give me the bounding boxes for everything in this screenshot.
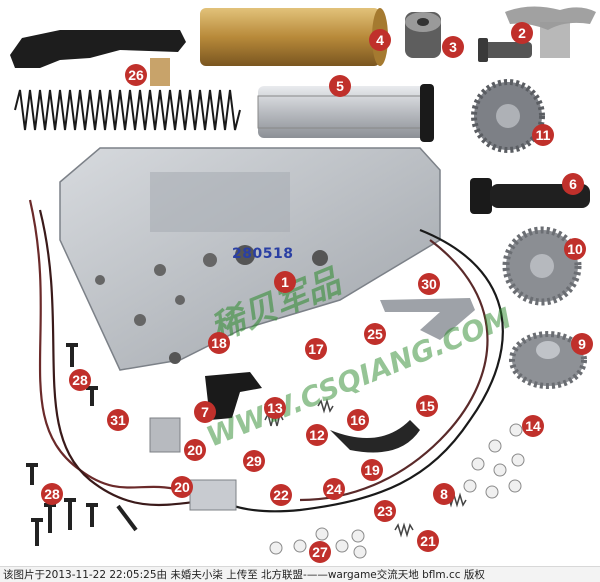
callout-13: 13 bbox=[264, 397, 286, 419]
callout-23: 23 bbox=[374, 500, 396, 522]
gearbox-shell bbox=[59, 147, 441, 371]
svg-text:27: 27 bbox=[312, 544, 328, 560]
svg-text:18: 18 bbox=[211, 335, 227, 351]
sector-gear bbox=[471, 79, 545, 153]
callout-19: 19 bbox=[361, 459, 383, 481]
trigger-contact bbox=[149, 417, 237, 511]
exploded-gearbox-diagram: 280518 稀贝军品 WWW.CSQIANG.COM 1 2 3 4 5 6 … bbox=[10, 6, 596, 563]
cutoff-lever bbox=[330, 420, 420, 453]
callout-26: 26 bbox=[125, 64, 147, 86]
selector-plate bbox=[10, 30, 186, 86]
callout-27: 27 bbox=[309, 541, 331, 563]
callout-12: 12 bbox=[306, 424, 328, 446]
svg-text:22: 22 bbox=[273, 487, 289, 503]
svg-text:16: 16 bbox=[350, 412, 366, 428]
callout-9: 9 bbox=[571, 333, 593, 355]
callout-4: 4 bbox=[369, 29, 391, 51]
piston bbox=[257, 84, 434, 142]
callout-20b: 20 bbox=[171, 476, 193, 498]
svg-text:6: 6 bbox=[569, 176, 577, 192]
callout-29: 29 bbox=[243, 450, 265, 472]
svg-text:3: 3 bbox=[449, 39, 457, 55]
svg-text:2: 2 bbox=[518, 25, 526, 41]
callout-21: 21 bbox=[417, 530, 439, 552]
svg-text:19: 19 bbox=[364, 462, 380, 478]
anti-reversal-latch bbox=[380, 298, 475, 340]
serial-number: 280518 bbox=[232, 246, 293, 262]
svg-text:30: 30 bbox=[421, 276, 437, 292]
svg-text:20: 20 bbox=[187, 442, 203, 458]
callout-5: 5 bbox=[329, 75, 351, 97]
callout-17: 17 bbox=[305, 338, 327, 360]
callout-6: 6 bbox=[562, 173, 584, 195]
air-nozzle bbox=[478, 38, 532, 62]
svg-text:5: 5 bbox=[336, 78, 344, 94]
svg-text:29: 29 bbox=[246, 453, 262, 469]
callout-badges: 1 2 3 4 5 6 7 8 9 10 11 12 13 14 15 16 1… bbox=[41, 22, 593, 563]
callout-8: 8 bbox=[433, 483, 455, 505]
svg-text:11: 11 bbox=[536, 127, 551, 143]
svg-text:14: 14 bbox=[525, 418, 541, 434]
svg-text:10: 10 bbox=[567, 241, 583, 257]
callout-31: 31 bbox=[107, 409, 129, 431]
callout-10: 10 bbox=[564, 238, 586, 260]
svg-text:17: 17 bbox=[308, 341, 324, 357]
svg-text:8: 8 bbox=[440, 486, 448, 502]
wiring bbox=[28, 199, 504, 513]
callout-22: 22 bbox=[270, 484, 292, 506]
footer-caption: 该图片于2013-11-22 22:05:25由 未婚夫小柒 上传至 北方联盟-… bbox=[0, 566, 600, 582]
svg-text:28: 28 bbox=[44, 486, 60, 502]
svg-text:23: 23 bbox=[377, 503, 393, 519]
callout-20a: 20 bbox=[184, 439, 206, 461]
spur-gear bbox=[502, 226, 582, 306]
svg-text:26: 26 bbox=[128, 67, 144, 83]
callout-25: 25 bbox=[364, 323, 386, 345]
svg-text:28: 28 bbox=[72, 372, 88, 388]
svg-text:12: 12 bbox=[309, 427, 325, 443]
callout-11: 11 bbox=[532, 124, 554, 146]
svg-text:24: 24 bbox=[326, 481, 342, 497]
callout-1: 1 bbox=[274, 271, 296, 293]
svg-text:21: 21 bbox=[420, 533, 436, 549]
callout-18: 18 bbox=[208, 332, 230, 354]
svg-text:9: 9 bbox=[578, 336, 586, 352]
brass-cylinder bbox=[200, 8, 388, 66]
callout-30: 30 bbox=[418, 273, 440, 295]
callout-2: 2 bbox=[511, 22, 533, 44]
callout-3: 3 bbox=[442, 36, 464, 58]
main-spring bbox=[14, 89, 241, 131]
svg-text:13: 13 bbox=[267, 400, 283, 416]
cylinder-head bbox=[405, 12, 441, 58]
callout-15: 15 bbox=[416, 395, 438, 417]
callout-14: 14 bbox=[522, 415, 544, 437]
svg-text:15: 15 bbox=[419, 398, 435, 414]
svg-text:31: 31 bbox=[110, 412, 126, 428]
svg-text:7: 7 bbox=[201, 404, 209, 420]
svg-text:25: 25 bbox=[367, 326, 383, 342]
callout-28a: 28 bbox=[69, 369, 91, 391]
shims bbox=[269, 423, 525, 559]
bevel-gear bbox=[509, 331, 587, 389]
callout-16: 16 bbox=[347, 409, 369, 431]
callout-7: 7 bbox=[194, 401, 216, 423]
callout-28b: 28 bbox=[41, 483, 63, 505]
svg-text:4: 4 bbox=[376, 32, 384, 48]
callout-24: 24 bbox=[323, 478, 345, 500]
trigger bbox=[205, 372, 262, 420]
svg-text:20: 20 bbox=[174, 479, 190, 495]
svg-text:1: 1 bbox=[281, 274, 289, 290]
screws bbox=[26, 343, 138, 546]
